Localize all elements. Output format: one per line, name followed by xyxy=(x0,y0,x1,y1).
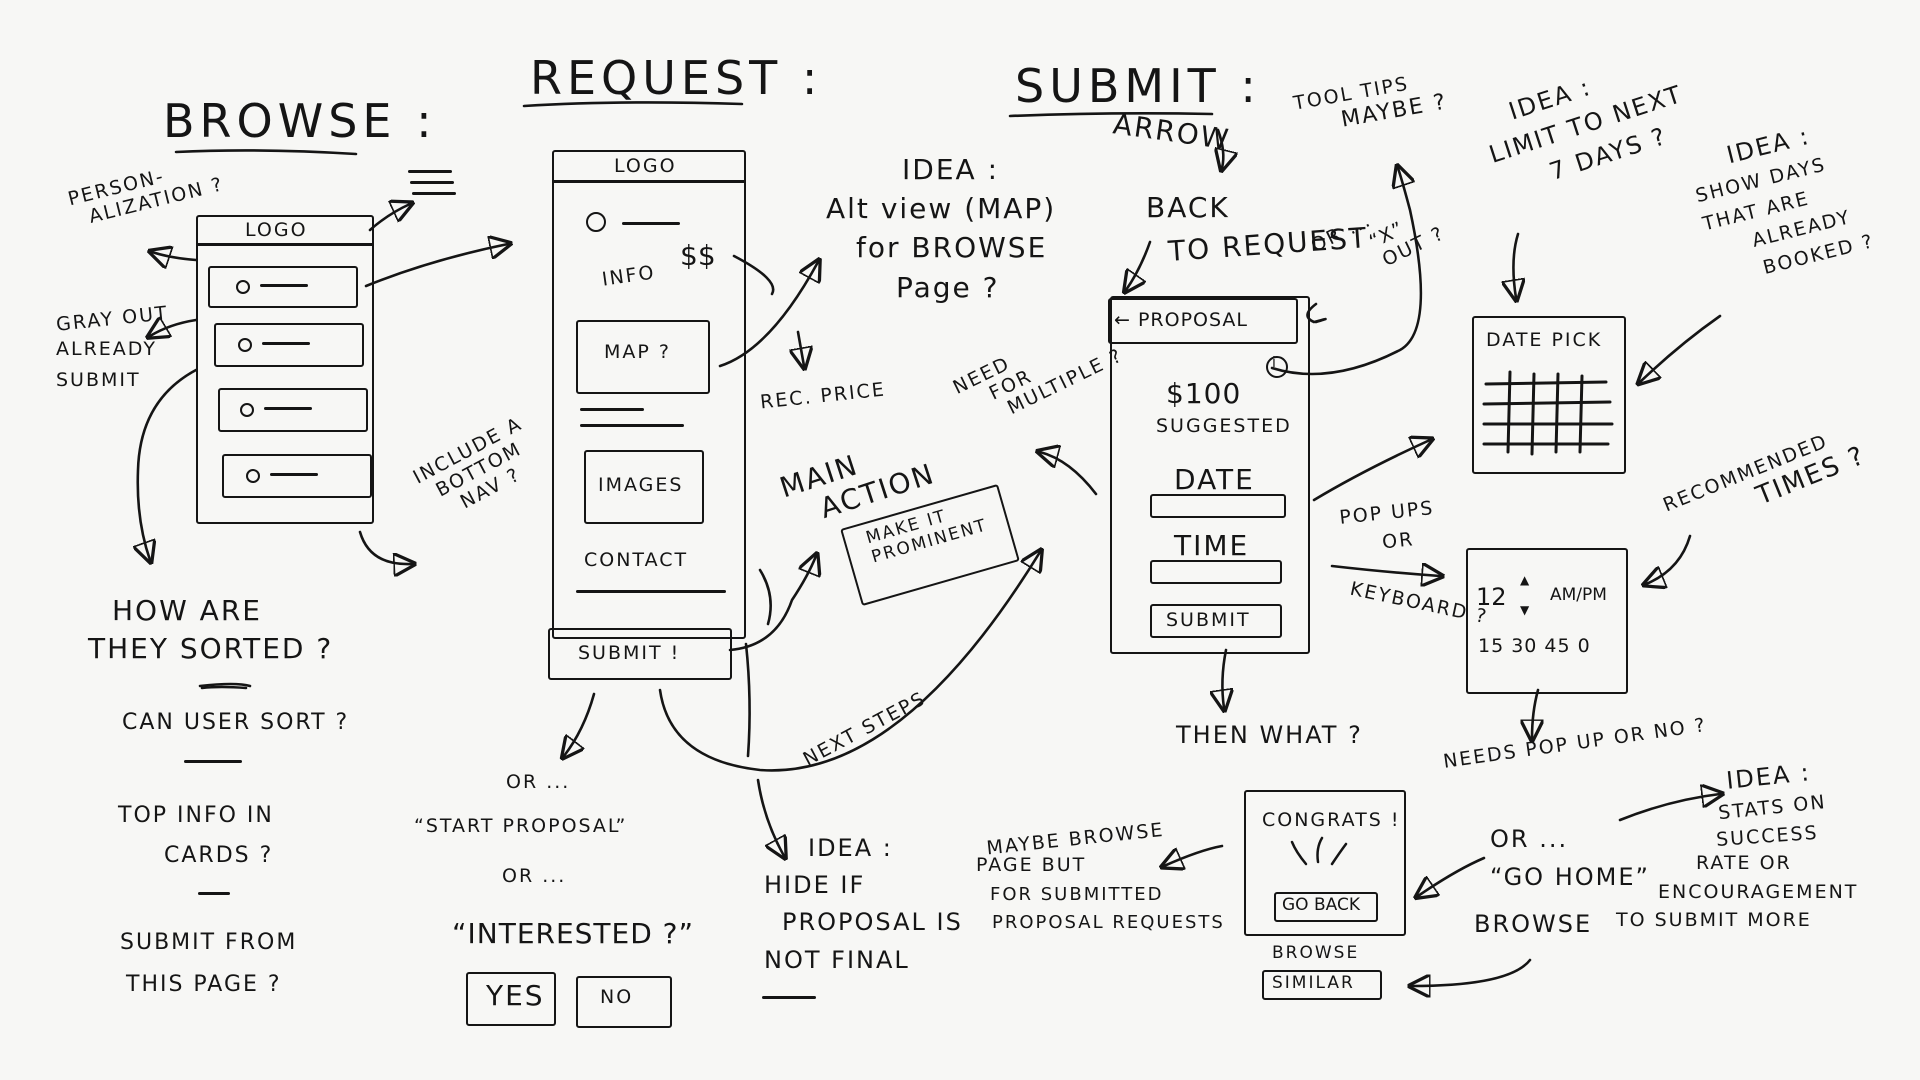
no-label: NO xyxy=(600,986,634,1008)
browse-card-3-line xyxy=(264,407,312,410)
maybe-browse-note: MAYBE BROWSE PAGE BUT FOR SUBMITTED PROP… xyxy=(976,818,1225,933)
not-underline xyxy=(762,996,816,999)
no-button xyxy=(576,976,672,1028)
request-submit-label: SUBMIT ! xyxy=(578,642,681,664)
request-contact: CONTACT xyxy=(584,549,689,571)
heading-request: REQUEST : xyxy=(530,51,823,105)
browse-card-1-avatar xyxy=(236,280,250,294)
time-ampm: AM/PM xyxy=(1550,585,1607,605)
question-submit-from: SUBMIT FROM THIS PAGE ? xyxy=(120,930,298,997)
browse-similar-label: SIMILAR xyxy=(1272,973,1355,993)
request-images-box xyxy=(584,450,704,524)
request-line-1 xyxy=(580,408,644,411)
date-field xyxy=(1150,494,1286,518)
request-map-box xyxy=(576,320,710,394)
hamburger-icon-bar-1 xyxy=(408,170,452,173)
question-how-sorted: How ARE THEY SORTED ? xyxy=(88,594,334,665)
arrow-back-note: ARROW BACK TO REQUEST xyxy=(1111,107,1370,268)
time-field xyxy=(1150,560,1282,584)
browse-card-4 xyxy=(222,454,372,498)
idea-map: IDEA : Alt view (MAP) for BROWSE Page ? xyxy=(826,153,1057,304)
browse-card-4-avatar xyxy=(246,469,260,483)
hamburger-icon-bar-3 xyxy=(412,192,456,195)
submit-button-label: SUBMIT xyxy=(1166,609,1251,631)
heading-browse: BROWSE : xyxy=(163,94,437,148)
request-map-label: MAP ? xyxy=(604,341,671,363)
divider-1 xyxy=(184,760,242,763)
info-icon-glyph: i xyxy=(1272,355,1276,371)
congrats-label: CONGRATS ! xyxy=(1262,809,1401,831)
browse-card-1-line xyxy=(260,284,308,287)
question-user-sort: CAN USER SORT ? xyxy=(122,710,350,735)
go-back-button xyxy=(1274,892,1378,922)
browse-card-3-avatar xyxy=(240,403,254,417)
hamburger-icon-bar-2 xyxy=(410,181,454,184)
browse-card-2-avatar xyxy=(238,338,252,352)
browse-card-2-line xyxy=(262,342,310,345)
time-hour: 12 xyxy=(1476,583,1507,611)
idea-hide: IDEA : HIDE IF PROPOSAL IS NOT FINAL xyxy=(764,834,963,974)
request-interested: “INTERESTED ?” xyxy=(452,917,695,950)
browse-phone-logo: LOGO xyxy=(245,219,308,241)
heading-submit: SUBMIT : xyxy=(1015,59,1261,113)
hour-up-icon: ▲ xyxy=(1520,573,1530,587)
request-images-label: IMAGES xyxy=(598,474,684,496)
question-top-info: Top INFO IN CARDS ? xyxy=(118,803,274,868)
yes-label: YES xyxy=(486,979,545,1012)
info-icon xyxy=(1266,356,1288,378)
go-back-label: GO BACK xyxy=(1282,895,1360,915)
note-grayout: GRAY OUT ALREADY SUBMIT xyxy=(55,302,170,391)
request-or-2: OR ... xyxy=(502,865,567,887)
proposal-header: ← PROPOSAL xyxy=(1114,309,1248,331)
submit-phone-frame xyxy=(1110,296,1310,654)
date-pick-label: DATE PICK xyxy=(1486,329,1603,351)
request-avatar xyxy=(586,212,606,232)
browse-card-2 xyxy=(214,323,364,367)
then-what: THEN WHAT ? xyxy=(1176,721,1363,749)
request-price: $$ xyxy=(680,239,716,272)
yes-button xyxy=(466,972,556,1026)
time-picker-box xyxy=(1466,548,1628,694)
request-phone-header-line xyxy=(552,180,746,183)
idea-stats: IDEA : STATS ON SUCCESS RATE OR ENCOURAG… xyxy=(1616,758,1859,931)
request-or-1: OR ... xyxy=(506,771,571,793)
request-contact-underline xyxy=(576,590,726,593)
date-label: DATE xyxy=(1174,463,1255,496)
submit-phone-header xyxy=(1108,298,1298,344)
time-minutes: 15 30 45 0 xyxy=(1478,635,1591,657)
browse-card-4-line xyxy=(270,473,318,476)
browse-card-1 xyxy=(208,266,358,308)
suggested-label: SUGGESTED xyxy=(1156,415,1292,437)
request-submit-bar xyxy=(548,628,732,680)
congrats-box xyxy=(1244,790,1406,936)
hour-down-icon: ▼ xyxy=(1520,603,1530,617)
time-label: TIME xyxy=(1174,529,1250,562)
request-start-proposal: “START PROPOSAL” xyxy=(414,815,628,837)
request-title-line xyxy=(622,222,680,225)
browse-similar-title: BROWSE xyxy=(1272,943,1360,963)
request-line-2 xyxy=(580,424,684,427)
browse-similar-button xyxy=(1262,970,1382,1000)
suggested-price: $100 xyxy=(1166,377,1242,410)
browse-phone-header-line xyxy=(196,243,374,246)
request-phone-logo: LOGO xyxy=(614,155,677,177)
browse-card-3 xyxy=(218,388,368,432)
submit-button xyxy=(1150,604,1282,638)
divider-2 xyxy=(198,892,230,895)
or-go-home: OR ... “GO HOME” BROWSE xyxy=(1474,825,1650,938)
date-pick-box xyxy=(1472,316,1626,474)
request-phone-frame xyxy=(552,150,746,639)
